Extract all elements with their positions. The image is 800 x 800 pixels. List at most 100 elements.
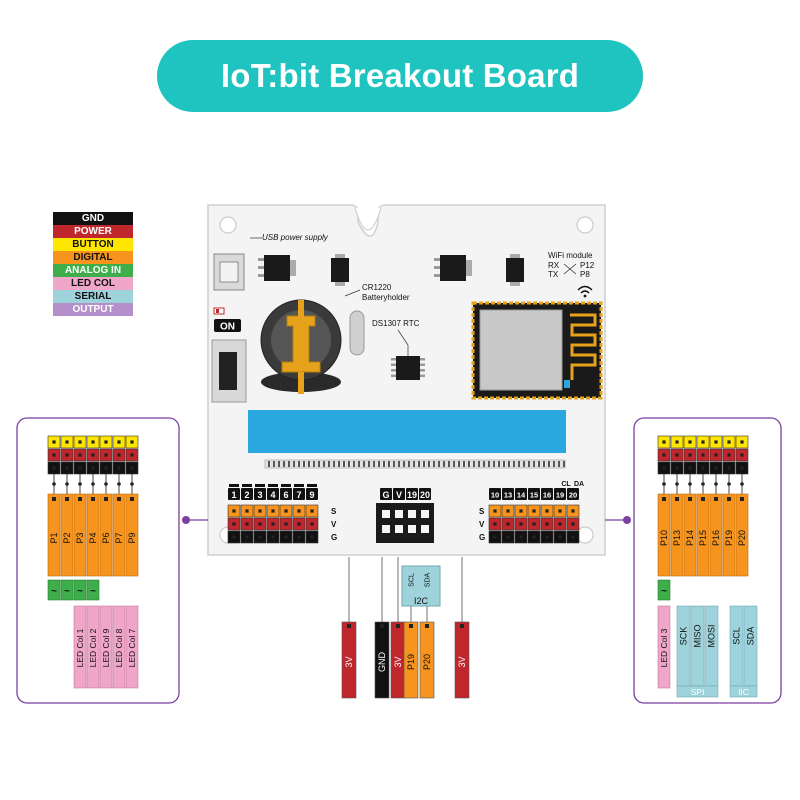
pin-number: 3 [257, 490, 262, 500]
header-pin [99, 461, 113, 475]
row-label: V [331, 520, 337, 529]
led-col-label: LED Col 3 [659, 628, 669, 667]
iic-pin-label: SCL [732, 627, 742, 645]
pin-hole [65, 453, 69, 457]
chip-pin [258, 274, 264, 277]
header-pin [279, 517, 293, 531]
pin-hole [130, 453, 134, 457]
chip-pin [420, 369, 425, 372]
pin-overline [307, 484, 317, 487]
row-label: S [479, 507, 485, 516]
diode-lead [510, 254, 520, 258]
pin-hole [271, 535, 275, 539]
left-digital-pin [60, 493, 74, 577]
pin-number-badge [528, 488, 540, 500]
right-digital-label: P19 [724, 530, 734, 546]
edge-pin [338, 461, 340, 467]
header-pin [60, 448, 74, 462]
header-pin [305, 530, 319, 544]
edge-pin [453, 461, 455, 467]
header-pin [553, 530, 567, 544]
pin-hole [117, 497, 121, 501]
lead-dot [91, 482, 95, 486]
header-pin [670, 461, 684, 475]
header-pin [722, 448, 736, 462]
pin-number-badge [567, 488, 579, 500]
pin-number: G [382, 490, 389, 500]
bottom-pin-label: P19 [406, 654, 416, 670]
chip-pin [391, 358, 396, 361]
lead-dot [52, 482, 56, 486]
left-panel-frame [16, 417, 180, 704]
legend-item-digital: DIGITAL [53, 251, 133, 264]
power-switch [211, 339, 247, 403]
row-label: V [479, 520, 485, 529]
board-notch [354, 207, 382, 231]
header-pin [125, 461, 139, 475]
pin-hole [104, 440, 108, 444]
pin-hole [258, 522, 262, 526]
spi-pin [704, 605, 719, 687]
usb-port [219, 261, 239, 283]
chip-pin [258, 266, 264, 269]
pin-hole [714, 453, 718, 457]
chip-body [440, 255, 466, 281]
left-analog-pin [60, 579, 74, 601]
pin-overline [242, 484, 252, 487]
pin-number: 19 [407, 490, 417, 500]
right-digital-label: P15 [698, 530, 708, 546]
pin-hole [245, 509, 249, 513]
chip-pin [391, 374, 396, 377]
socket-hole [408, 525, 416, 533]
diode-lead [335, 282, 345, 286]
mounting-hole [576, 526, 594, 544]
edge-pin [438, 461, 440, 467]
header-pin [683, 435, 697, 449]
header-pin [735, 448, 749, 462]
edge-pin [383, 461, 385, 467]
led-col-label: LED Col 9 [101, 628, 111, 667]
edge-pin [323, 461, 325, 467]
pin-number: 19 [556, 491, 564, 500]
edge-pin [303, 461, 305, 467]
spi-pin [690, 605, 705, 687]
left-digital-pin [112, 493, 126, 577]
pin-hole [675, 453, 679, 457]
header-pin [527, 504, 541, 518]
header-pin [696, 448, 710, 462]
legend-item-led-col: LED COL [53, 277, 133, 290]
pin-hole [545, 509, 549, 513]
on-label: ON [220, 322, 235, 333]
left-led-col-pin [125, 605, 139, 689]
edge-pin [423, 461, 425, 467]
battery-clip-top [298, 300, 304, 320]
lead-dot [701, 482, 705, 486]
pin-hole [297, 509, 301, 513]
wifi-antenna [570, 313, 597, 380]
pin-hole [727, 466, 731, 470]
pin-number-badge [393, 488, 405, 500]
header-pin [99, 435, 113, 449]
battery-body [260, 299, 342, 381]
pin-hole [258, 509, 262, 513]
chip-pin [434, 274, 440, 277]
pin-number: 1 [231, 490, 236, 500]
header-pin [709, 435, 723, 449]
header-pin [514, 504, 528, 518]
header-pin [60, 461, 74, 475]
lead-dot [130, 482, 134, 486]
left-led-col-pin [86, 605, 100, 689]
pin-hole [558, 535, 562, 539]
left-digital-label: P6 [101, 532, 111, 543]
header-pin [683, 448, 697, 462]
edge-pin [553, 461, 555, 467]
legend-item-output: OUTPUT [53, 303, 133, 316]
pin-hole [701, 497, 705, 501]
rtc-chip [396, 356, 420, 380]
pin-hole [297, 522, 301, 526]
diode-body [331, 258, 349, 282]
pin-hole [493, 522, 497, 526]
